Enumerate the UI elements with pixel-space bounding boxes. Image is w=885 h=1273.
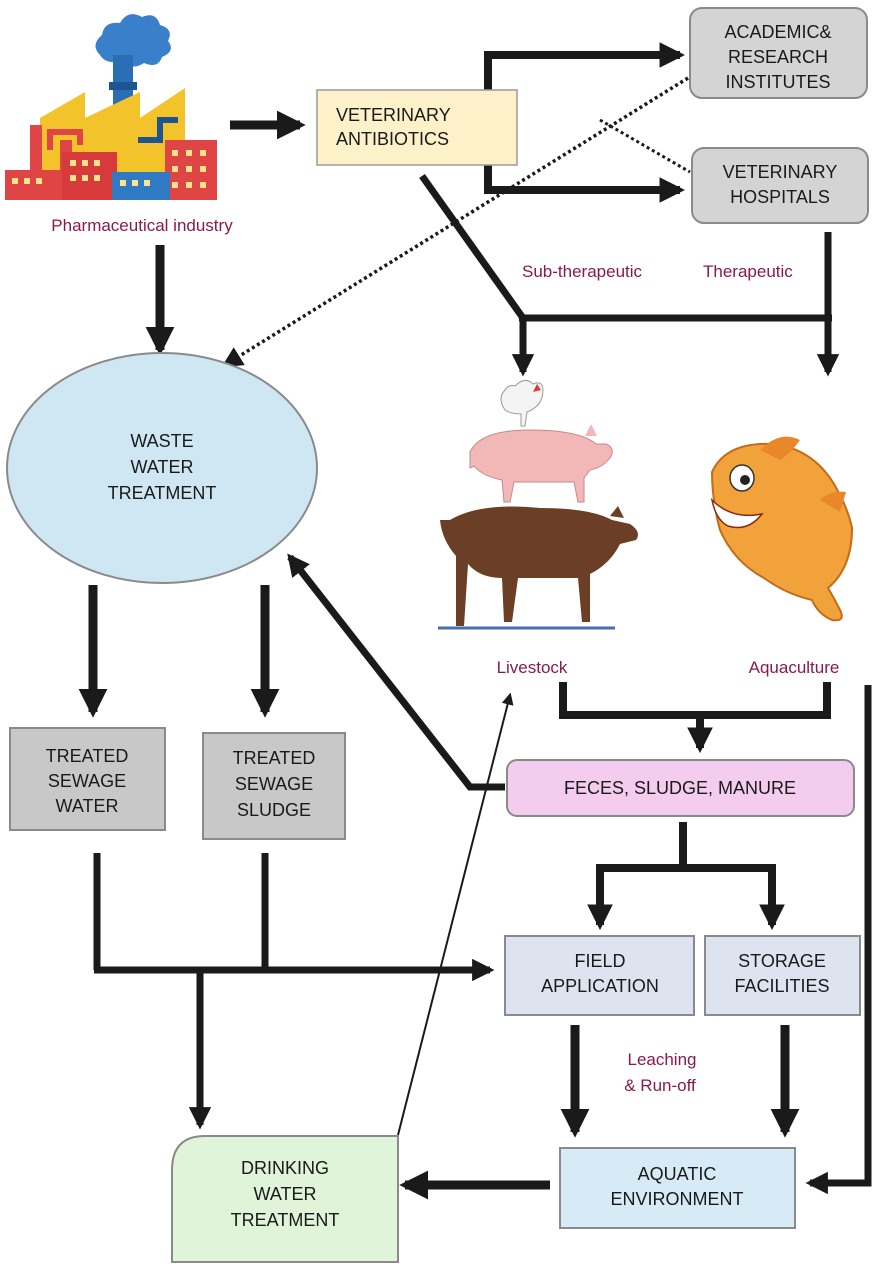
node-feces-sludge-manure: FECES, SLUDGE, MANURE	[506, 759, 855, 817]
node-text: ENVIRONMENT	[610, 1189, 743, 1209]
arrow-antibiotics-to-academic	[484, 42, 686, 97]
line-antibiotics-to-subtherapeutic	[419, 173, 526, 321]
label-sub-therapeutic: Sub-therapeutic	[522, 262, 643, 281]
arrow-drinking-to-livestock	[397, 692, 514, 1136]
node-text: APPLICATION	[541, 976, 659, 996]
node-text: SEWAGE	[48, 771, 126, 791]
arrow-feces-to-wastewater	[287, 553, 505, 791]
node-drinking-water-treatment: DRINKING WATER TREATMENT	[171, 1135, 399, 1263]
node-text: WASTE	[130, 431, 193, 451]
fish-icon	[710, 436, 854, 622]
node-text: DRINKING	[241, 1158, 329, 1178]
node-text: FECES, SLUDGE, MANURE	[564, 778, 796, 798]
node-text: RESEARCH	[728, 47, 828, 67]
label-leaching: Leaching	[627, 1050, 696, 1069]
node-text: TREATMENT	[108, 483, 217, 503]
node-text: VETERINARY	[723, 162, 838, 182]
node-text: SEWAGE	[235, 774, 313, 794]
node-text: TREATMENT	[231, 1210, 340, 1230]
node-text: ACADEMIC&	[724, 22, 831, 42]
connectors	[78, 42, 872, 1200]
label-pharmaceutical-industry: Pharmaceutical industry	[51, 216, 233, 235]
node-text: WATER	[56, 796, 119, 816]
node-field-application: FIELD APPLICATION	[504, 935, 695, 1016]
node-text: INSTITUTES	[725, 72, 830, 92]
stacked-livestock-icon	[438, 380, 638, 630]
node-text: TREATED	[233, 748, 316, 768]
dotted-to-hospitals	[599, 118, 691, 174]
node-aquatic-environment: AQUATIC ENVIRONMENT	[559, 1147, 796, 1229]
node-veterinary-hospitals: VETERINARY HOSPITALS	[691, 147, 869, 224]
node-text: STORAGE	[738, 951, 826, 971]
label-run-off: & Run-off	[624, 1076, 696, 1095]
node-text: HOSPITALS	[730, 187, 830, 207]
arrow-to-field-application	[596, 864, 776, 872]
node-text: FIELD	[574, 951, 625, 971]
arrow-antibiotics-to-hospitals	[484, 160, 686, 203]
node-waste-water-treatment: WASTE WATER TREATMENT	[6, 352, 318, 584]
arrow-aquaculture-to-aquatic	[805, 685, 872, 1195]
node-text: TREATED	[46, 746, 129, 766]
node-treated-sewage-water: TREATED SEWAGE WATER	[9, 727, 166, 831]
node-text: FACILITIES	[734, 976, 829, 996]
label-therapeutic: Therapeutic	[703, 262, 793, 281]
node-storage-facilities: STORAGE FACILITIES	[704, 935, 861, 1016]
node-text: ANTIBIOTICS	[336, 129, 449, 149]
node-text: WATER	[254, 1184, 317, 1204]
node-treated-sewage-sludge: TREATED SEWAGE SLUDGE	[202, 732, 346, 840]
node-text: SLUDGE	[237, 800, 311, 820]
node-text: WATER	[131, 457, 194, 477]
label-livestock: Livestock	[497, 658, 568, 677]
node-text: VETERINARY	[336, 105, 451, 125]
node-text: AQUATIC	[638, 1164, 717, 1184]
factory-icon	[5, 14, 217, 200]
label-aquaculture: Aquaculture	[749, 658, 840, 677]
node-veterinary-antibiotics: VETERINARY ANTIBIOTICS	[316, 89, 518, 166]
node-academic-institutes: ACADEMIC& RESEARCH INSTITUTES	[689, 7, 868, 99]
line-livestock-down	[559, 682, 831, 719]
